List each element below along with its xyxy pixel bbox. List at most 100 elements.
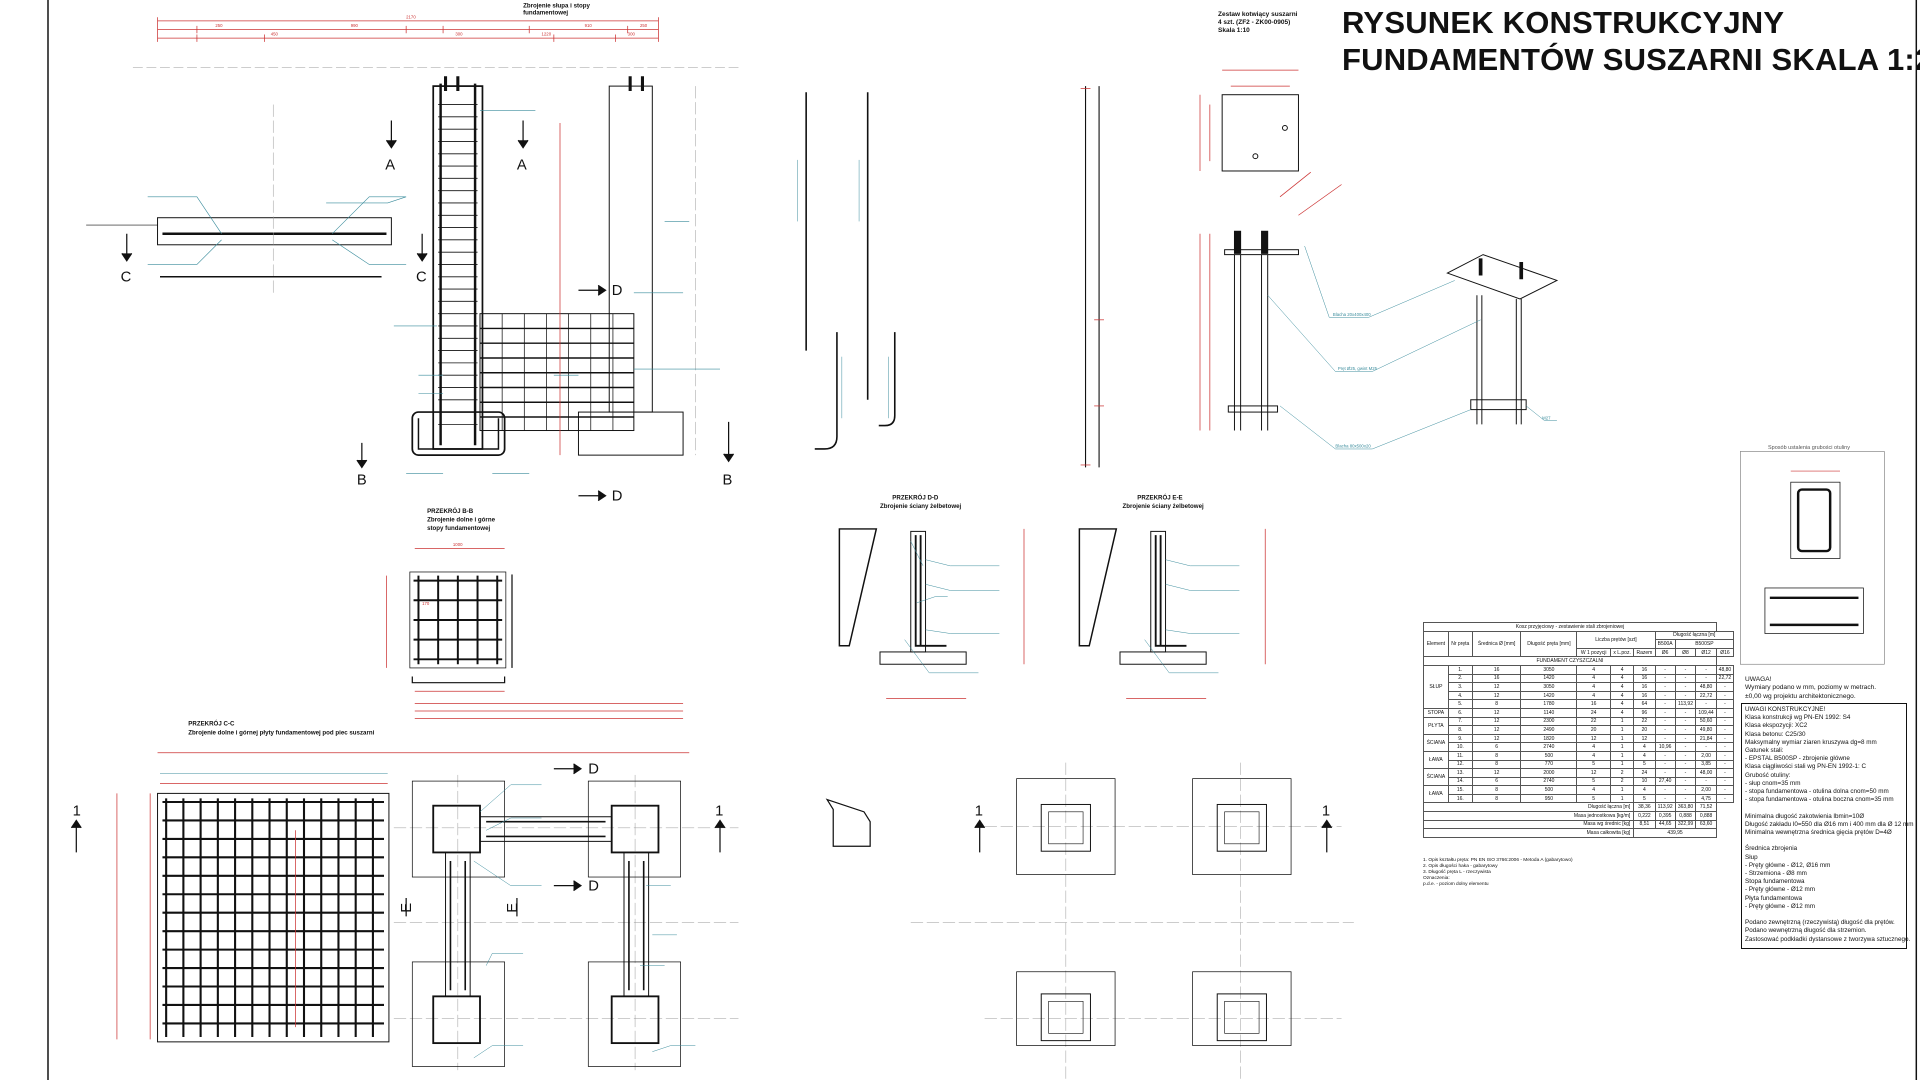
general-note-line: UWAGA! bbox=[1745, 676, 1772, 683]
table-cell: 4. bbox=[1447, 690, 1473, 701]
table-cell: 1420 bbox=[1520, 690, 1578, 701]
table-note-line: Oznaczenia: bbox=[1423, 876, 1450, 881]
table-cell: 10. bbox=[1447, 742, 1473, 752]
table-cell: 8 bbox=[1471, 750, 1522, 761]
table-summary-value: 71,52 bbox=[1695, 802, 1717, 813]
table-summary-value: 0,888 bbox=[1674, 811, 1697, 821]
table-cell: 4 bbox=[1576, 690, 1611, 701]
table-summary-label: Długość łączna [m] bbox=[1422, 802, 1635, 813]
col-d16: Ø16 bbox=[1715, 647, 1735, 658]
table-cell: 96 bbox=[1633, 707, 1656, 718]
table-cell: 1 bbox=[1609, 733, 1635, 744]
col-nr: Nr pręta bbox=[1447, 630, 1473, 658]
dim-bb-spacing: 170 bbox=[422, 601, 430, 606]
table-summary-value: 113,92 bbox=[1654, 802, 1676, 813]
table-cell: 3,85 bbox=[1695, 759, 1717, 770]
table-summary-value: 363,80 bbox=[1674, 802, 1697, 813]
table-cell: - bbox=[1695, 699, 1717, 709]
anchor-kit-line-3: Skala 1:10 bbox=[1218, 27, 1250, 34]
table-cell: 6 bbox=[1471, 776, 1522, 787]
table-cell: 500 bbox=[1520, 785, 1578, 795]
anchor-plan: 1 1 bbox=[910, 762, 1354, 1080]
table-cell: 1 bbox=[1609, 750, 1635, 761]
table-cell-element: PŁYTA bbox=[1423, 716, 1449, 735]
table-cell: - bbox=[1674, 750, 1697, 761]
table-cell: 24 bbox=[1576, 707, 1611, 718]
table-summary-label: Masa jednostkowa [kg/m] bbox=[1422, 811, 1635, 821]
anchor-kit-line-2: 4 szt. (ZF2 - ZK00-0905) bbox=[1218, 19, 1291, 26]
table-cell: 12 bbox=[1471, 725, 1522, 735]
table-cell: 16 bbox=[1633, 682, 1656, 692]
table-cell: 20 bbox=[1576, 725, 1611, 735]
structural-note-line bbox=[1745, 804, 1903, 812]
table-summary-value: 44,65 bbox=[1654, 819, 1676, 830]
table-cell: 2,00 bbox=[1695, 785, 1717, 795]
table-cell: 16 bbox=[1633, 664, 1656, 675]
table-cell: 109,44 bbox=[1695, 707, 1717, 718]
table-cell: - bbox=[1715, 733, 1735, 744]
table-summary-value: 0,395 bbox=[1654, 811, 1676, 821]
table-cell: - bbox=[1654, 699, 1676, 709]
dim-top-7: 1220 bbox=[542, 32, 552, 37]
col-count-in-pos: W 1 pozycji bbox=[1576, 647, 1611, 658]
table-cell: 50,60 bbox=[1695, 716, 1717, 727]
heading-cc-1: PRZEKRÓJ C-C bbox=[188, 720, 235, 728]
dimension-chain-top bbox=[157, 17, 659, 42]
table-cell: 2490 bbox=[1520, 725, 1578, 735]
table-cell: - bbox=[1715, 768, 1735, 778]
anchor-kit-line-1: Zestaw kotwiący suszarni bbox=[1218, 11, 1298, 18]
table-cell: - bbox=[1654, 759, 1676, 770]
table-summary-value: 0,222 bbox=[1633, 811, 1656, 821]
heading-dd-1: PRZEKRÓJ D-D bbox=[892, 493, 939, 501]
table-cell: 2000 bbox=[1520, 768, 1578, 778]
table-cell: - bbox=[1695, 664, 1717, 675]
table-cell: 4 bbox=[1609, 673, 1635, 684]
structural-note-line: - Pręty główne - Ø12, Ø16 mm bbox=[1745, 861, 1831, 869]
vertical-dimension bbox=[1080, 86, 1104, 468]
table-cell: 4 bbox=[1609, 664, 1635, 675]
col-steel-b500a: B500A bbox=[1654, 639, 1676, 649]
table-cell: - bbox=[1654, 768, 1676, 778]
structural-note-line: Słup bbox=[1745, 853, 1758, 861]
structural-note-line: - słup cnom=35 mm bbox=[1745, 779, 1801, 787]
anchor-label-nut: M27 bbox=[1542, 415, 1551, 420]
heading-dd-2: Zbrojenie ściany żelbetowej bbox=[880, 503, 962, 510]
table-cell: 8 bbox=[1471, 793, 1522, 804]
cover-detail-title: Sposób ustalenia grubości otuliny bbox=[1768, 445, 1850, 451]
table-cell: 2740 bbox=[1520, 776, 1578, 787]
dim-top-3: 910 bbox=[585, 23, 593, 28]
table-summary-value: 8,51 bbox=[1633, 819, 1656, 830]
table-cell: 4 bbox=[1609, 682, 1635, 692]
col-count: Liczba prętów [szt] bbox=[1576, 630, 1656, 649]
marker-d-bottom: D bbox=[612, 489, 623, 505]
table-cell: - bbox=[1674, 768, 1697, 778]
structural-note-line: UWAGI KONSTRUKCYJNE! bbox=[1745, 706, 1826, 713]
table-cell: 16 bbox=[1633, 673, 1656, 684]
table-cell: - bbox=[1715, 682, 1735, 692]
table-cell: - bbox=[1715, 742, 1735, 752]
table-cell: 4,75 bbox=[1695, 793, 1717, 804]
table-cell-element: STOPA bbox=[1423, 707, 1449, 718]
table-cell: 4 bbox=[1609, 699, 1635, 709]
heading-column-2: fundamentowej bbox=[523, 10, 568, 17]
marker-e-right: E bbox=[505, 903, 521, 913]
marker-b-left: B bbox=[357, 473, 367, 489]
table-cell: 48,80 bbox=[1695, 682, 1717, 692]
col-count-x: x L.poz. bbox=[1609, 647, 1635, 658]
table-cell: 113,92 bbox=[1674, 699, 1697, 709]
table-cell: - bbox=[1654, 785, 1676, 795]
heading-column-1: Zbrojenie słupa i stopy bbox=[523, 2, 590, 9]
table-cell: 1780 bbox=[1520, 699, 1578, 709]
table-cell: 1 bbox=[1609, 793, 1635, 804]
marker-1-right-b: 1 bbox=[1322, 804, 1330, 820]
table-cell: 1 bbox=[1609, 716, 1635, 727]
table-cell: 22,72 bbox=[1715, 673, 1735, 684]
